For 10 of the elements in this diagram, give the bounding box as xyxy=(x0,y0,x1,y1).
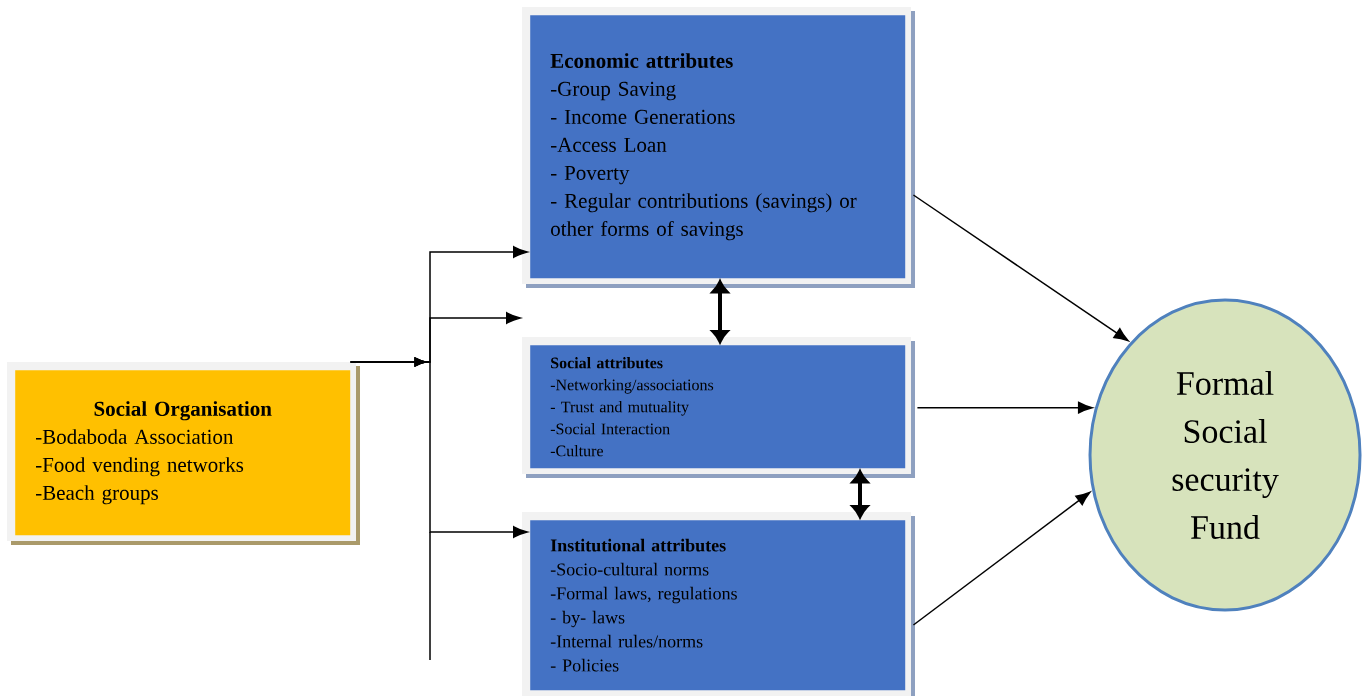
arrow xyxy=(916,401,1093,414)
double-arrow xyxy=(711,280,729,344)
arrow xyxy=(912,194,1129,342)
arrow xyxy=(912,491,1091,626)
attribute-box: Institutional attributes -Socio-cultural norms -Formal laws, regulations - by- laws -Internal rules/norms - Policies xyxy=(522,512,915,696)
attribute-box: Economic attributes -Group Saving - Income Generations -Access Loan - Poverty - Regular contributions (savings) or other forms of savings xyxy=(522,7,915,288)
attribute-box: Social attributes -Networking/associations - Trust and mutuality -Social Interaction -Culture xyxy=(522,337,915,478)
arrow xyxy=(349,357,528,538)
attribute-box: Social Organisation -Bodaboda Association -Food vending networks -Beach groups xyxy=(7,362,360,545)
double-arrow xyxy=(851,470,869,519)
